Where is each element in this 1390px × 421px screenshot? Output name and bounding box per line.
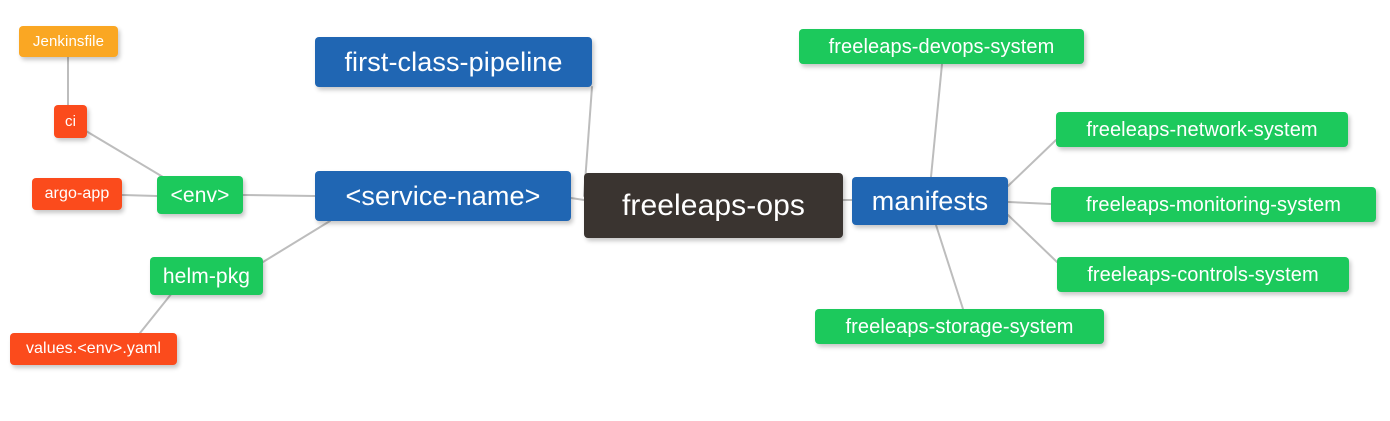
mindmap-node-freeleaps-monitoring-system[interactable]: freeleaps-monitoring-system: [1051, 187, 1376, 222]
mindmap-node-ci[interactable]: ci: [54, 105, 87, 138]
edge-manifests-to-freeleaps-devops-system: [930, 63, 943, 178]
edge-service-name-to-env: [242, 194, 316, 197]
mindmap-node-first-class-pipeline[interactable]: first-class-pipeline: [315, 37, 592, 87]
mindmap-node-helm-pkg[interactable]: helm-pkg: [150, 257, 263, 295]
mindmap-node-freeleaps-controls-system[interactable]: freeleaps-controls-system: [1057, 257, 1349, 292]
edge-freeleaps-ops-to-service-name: [570, 197, 585, 201]
edge-manifests-to-freeleaps-storage-system: [935, 224, 964, 310]
edge-manifests-to-freeleaps-controls-system: [1007, 214, 1058, 263]
edge-manifests-to-freeleaps-network-system: [1007, 139, 1057, 187]
mindmap-node-env[interactable]: <env>: [157, 176, 243, 214]
mindmap-node-argo-app[interactable]: argo-app: [32, 178, 122, 210]
mindmap-node-jenkinsfile[interactable]: Jenkinsfile: [19, 26, 118, 57]
mindmap-node-manifests[interactable]: manifests: [852, 177, 1008, 225]
mindmap-node-freeleaps-network-system[interactable]: freeleaps-network-system: [1056, 112, 1348, 147]
mindmap-node-freeleaps-storage-system[interactable]: freeleaps-storage-system: [815, 309, 1104, 344]
mindmap-node-freeleaps-ops[interactable]: freeleaps-ops: [584, 173, 843, 238]
edge-service-name-to-helm-pkg: [262, 220, 331, 263]
edge-helm-pkg-to-values-env-yaml: [139, 292, 173, 334]
mindmap-node-values-env-yaml[interactable]: values.<env>.yaml: [10, 333, 177, 365]
edge-env-to-argo-app: [121, 194, 158, 197]
mindmap-node-freeleaps-devops-system[interactable]: freeleaps-devops-system: [799, 29, 1084, 64]
mindmap-node-service-name[interactable]: <service-name>: [315, 171, 571, 221]
edge-manifests-to-freeleaps-monitoring-system: [1007, 201, 1052, 205]
edge-env-to-ci: [85, 130, 169, 181]
